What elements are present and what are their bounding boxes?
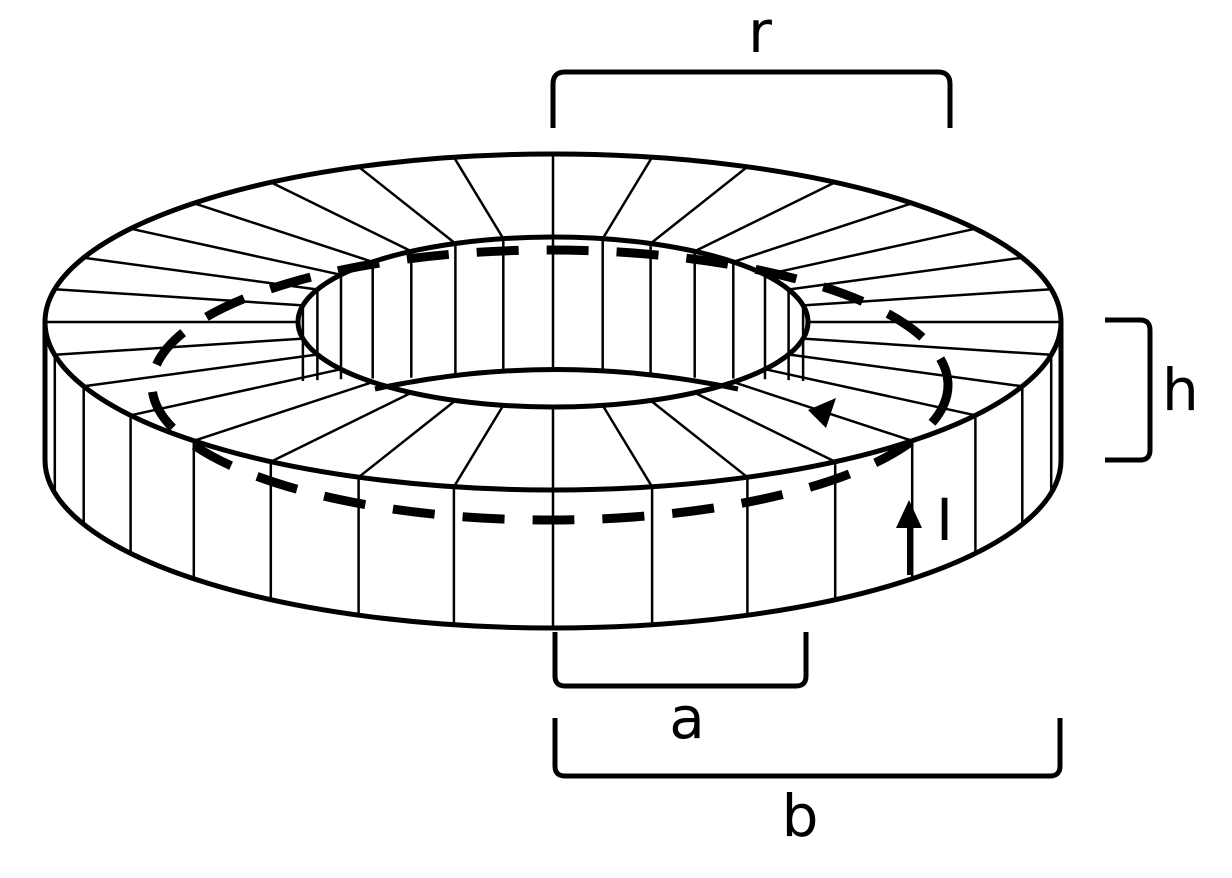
outer-bottom-rim	[42, 459, 1064, 631]
winding-top-line	[54, 287, 303, 307]
winding-top-line	[764, 227, 976, 277]
winding-top-line	[601, 404, 654, 488]
winding-top-line	[788, 353, 1023, 388]
b-bracket	[552, 718, 1063, 779]
label-I: I	[936, 486, 953, 554]
a-bracket	[552, 632, 809, 689]
current-arrow-head	[896, 500, 922, 528]
winding-top-line	[54, 337, 303, 357]
winding-top-line	[357, 399, 457, 479]
winding-top-line	[649, 399, 749, 479]
winding-top-line	[452, 156, 505, 240]
winding-top-line	[732, 202, 913, 264]
winding-top-line	[270, 391, 412, 463]
winding-top-line	[694, 391, 836, 463]
r-bracket	[550, 69, 953, 128]
winding-top-line	[357, 165, 457, 245]
label-r: r	[748, 0, 772, 66]
winding-top-line	[694, 181, 836, 253]
label-h: h	[1162, 356, 1199, 424]
inner-hole-rim	[295, 234, 811, 410]
top-windings	[45, 154, 1061, 490]
winding-top-line	[130, 227, 342, 277]
label-b: b	[782, 782, 819, 850]
winding-top-line	[270, 181, 412, 253]
inner-hole-windings	[301, 237, 805, 381]
winding-top-line	[83, 353, 318, 388]
winding-top-line	[601, 156, 654, 240]
inner-hole-bottom-edge	[374, 367, 739, 392]
winding-top-line	[193, 380, 374, 442]
winding-top-line	[193, 202, 374, 264]
winding-top-line	[649, 165, 749, 245]
label-a: a	[669, 684, 705, 752]
winding-top-line	[803, 287, 1052, 307]
winding-top-line	[803, 337, 1052, 357]
winding-top-line	[452, 404, 505, 488]
winding-top-line	[130, 367, 342, 417]
loop-direction-arrow	[808, 398, 836, 428]
amperian-loop	[147, 245, 953, 525]
h-bracket	[1105, 317, 1153, 463]
